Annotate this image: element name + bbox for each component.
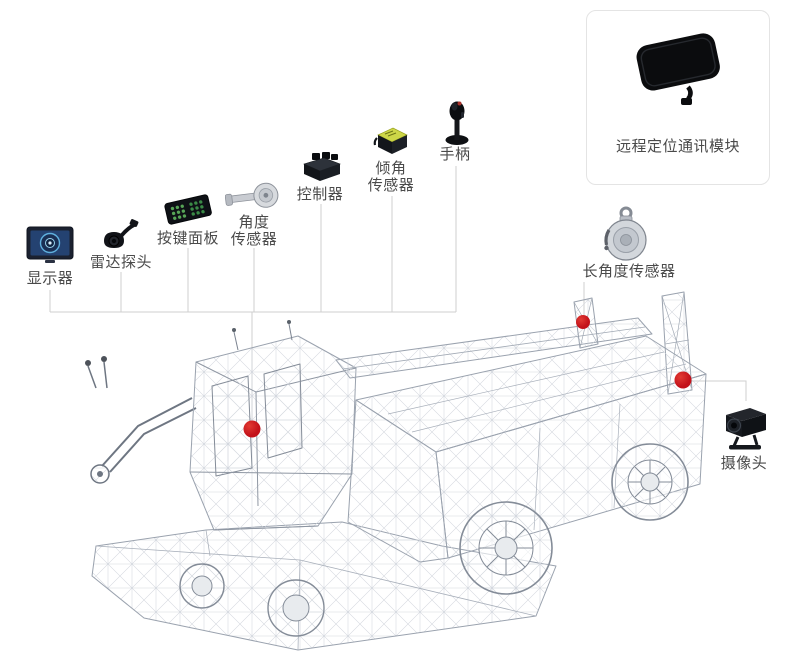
angle-sensor-icon [224, 182, 279, 212]
long-angle-sensor-label: 长角度传感器 [582, 263, 676, 280]
keypad-icon [164, 192, 212, 226]
radar-probe-label: 雷达探头 [89, 254, 153, 271]
camera-label: 摄像头 [720, 455, 768, 472]
camera-icon [720, 400, 772, 452]
angle-sensor-label-line1: 角度 [238, 214, 270, 231]
cab-marker [243, 420, 261, 438]
tilt-sensor-label-line1: 倾角 [375, 160, 407, 177]
tilt-sensor-label: 倾角 传感器 [368, 160, 415, 194]
joystick-icon [444, 100, 470, 146]
tilt-sensor-label-line2: 传感器 [367, 177, 415, 194]
angle-sensor-label-line2: 传感器 [230, 231, 278, 248]
angle-sensor-label: 角度 传感器 [231, 214, 278, 248]
joystick-label: 手柄 [439, 146, 471, 163]
display-icon [26, 226, 74, 264]
display-label: 显示器 [26, 270, 74, 287]
controller-icon [299, 150, 343, 182]
radar-probe-icon [100, 218, 140, 250]
remote-module-label: 远程定位通讯模块 [615, 138, 740, 155]
vehicle-body [85, 291, 707, 651]
boom-marker [576, 315, 590, 329]
keypad-label: 按键面板 [156, 230, 220, 247]
tilt-sensor-icon [373, 124, 411, 156]
remote-module-box: 远程定位通讯模块 [586, 10, 770, 185]
long-angle-sensor-icon [600, 204, 652, 262]
rear-body-marker [674, 371, 692, 389]
controller-label: 控制器 [296, 186, 344, 203]
remote-module-icon [628, 25, 728, 107]
